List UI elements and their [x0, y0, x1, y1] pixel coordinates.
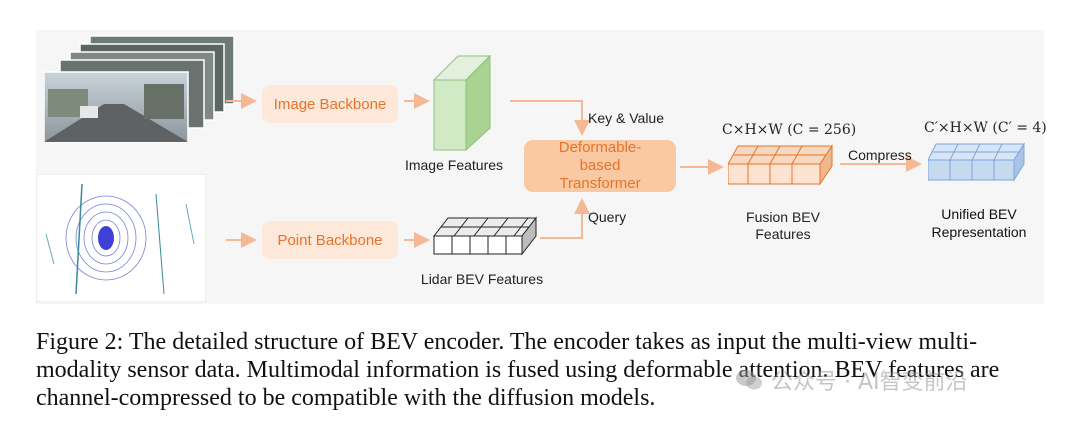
unified-label: Unified BEV Representation: [931, 206, 1027, 240]
compress-label: Compress: [848, 147, 912, 163]
unified-bev-grid: [928, 142, 1025, 182]
watermark: 公众号 · AI智变前沿: [735, 364, 968, 396]
image-backbone-label: Image Backbone: [273, 95, 387, 113]
image-features-block: [432, 54, 492, 152]
figure-caption: Figure 2: The detailed structure of BEV …: [36, 329, 1000, 411]
lidar-bev-grid: [432, 216, 538, 256]
image-features-label: Image Features: [404, 157, 504, 173]
transformer-label: Deformable-based Transformer: [558, 139, 642, 192]
fusion-dim-label: C×H×W (C = 256): [722, 122, 857, 138]
watermark-text: 公众号 · AI智变前沿: [771, 370, 968, 395]
point-backbone-label: Point Backbone: [277, 231, 383, 249]
fusion-label: Fusion BEV Features: [746, 209, 820, 242]
transformer-box: Deformable-based Transformer: [524, 139, 676, 192]
key-value-label: Key & Value: [588, 110, 665, 126]
query-label: Query: [588, 209, 627, 225]
lidar-features-label: Lidar BEV Features: [420, 271, 544, 287]
lidar-point-cloud: [36, 174, 206, 302]
point-backbone-box: Point Backbone: [262, 221, 398, 259]
unified-dim-label: C′×H×W (C′ = 4): [924, 120, 1047, 136]
wechat-icon: [736, 370, 762, 390]
image-backbone-box: Image Backbone: [262, 85, 398, 123]
camera-images: [44, 35, 235, 143]
fusion-bev-grid: [728, 144, 833, 186]
